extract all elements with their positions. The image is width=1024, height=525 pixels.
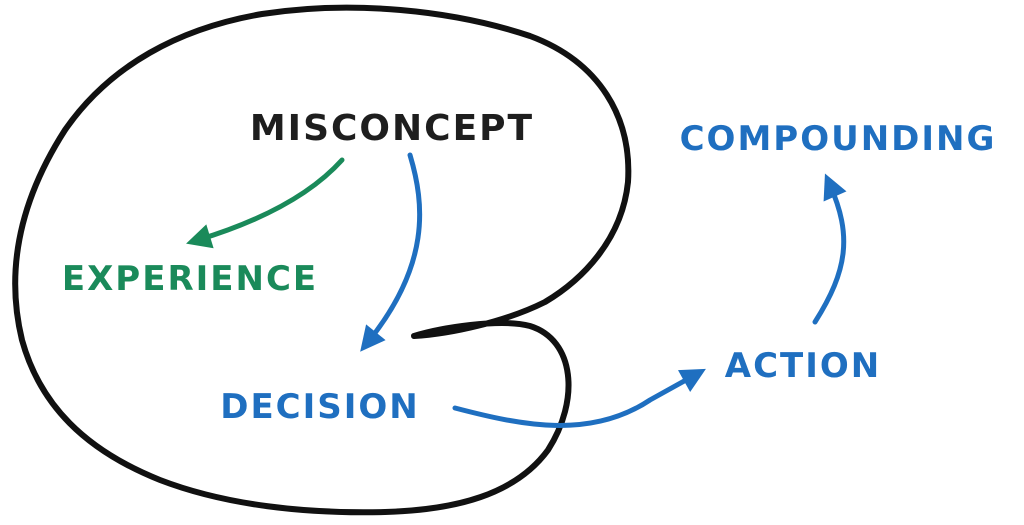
edge-decision-to-action bbox=[452, 368, 706, 428]
node-misconcept: MISCONCEPT bbox=[250, 108, 534, 149]
edge-misconcept-to-experience bbox=[186, 157, 345, 249]
edge-action-to-compounding bbox=[812, 173, 847, 325]
boundary-outline bbox=[12, 4, 632, 516]
edge-misconcept-to-decision bbox=[360, 152, 423, 352]
node-experience: EXPERIENCE bbox=[62, 259, 318, 299]
node-decision: DECISION bbox=[220, 387, 420, 427]
node-compounding: COMPOUNDING bbox=[680, 119, 997, 159]
node-action: ACTION bbox=[725, 346, 881, 386]
